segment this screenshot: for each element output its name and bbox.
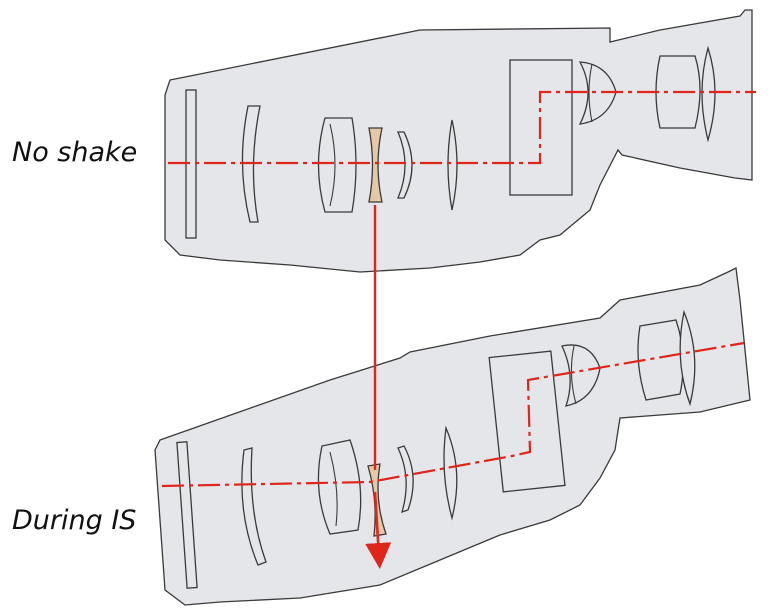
- lens-element-2-bottom: [241, 447, 267, 566]
- lens-group-3b-bottom: [329, 451, 338, 527]
- lens-group-3-bottom: [317, 439, 362, 535]
- eyepiece-lens-last-top: [701, 45, 716, 143]
- lens-body-bottom: [154, 267, 751, 606]
- is-element-top: [368, 127, 383, 203]
- prism-bottom: [488, 350, 566, 493]
- eyepiece-lens-last-bottom: [679, 309, 696, 407]
- label-no-shake: No shake: [12, 137, 138, 168]
- eyepiece-lens-1b-top: [588, 63, 593, 123]
- lens-during-is: [154, 267, 751, 606]
- optical-axis-top: [168, 90, 756, 165]
- lens-element-5-bottom: [397, 445, 414, 514]
- front-element-bottom: [176, 441, 198, 589]
- lens-group-3-top: [317, 117, 357, 213]
- is-shift-arrow: [365, 491, 392, 569]
- optical-axis-bottom: [161, 341, 745, 488]
- label-during-is: During IS: [12, 505, 137, 536]
- lens-element-6-bottom: [443, 425, 458, 521]
- eyepiece-lens-1b-bottom: [570, 345, 577, 405]
- lens-no-shake: [164, 9, 756, 273]
- lens-element-6-top: [447, 119, 458, 211]
- lens-element-5-top: [397, 131, 413, 199]
- lens-group-3b-top: [329, 123, 336, 207]
- eyepiece-lens-1-top: [578, 61, 617, 125]
